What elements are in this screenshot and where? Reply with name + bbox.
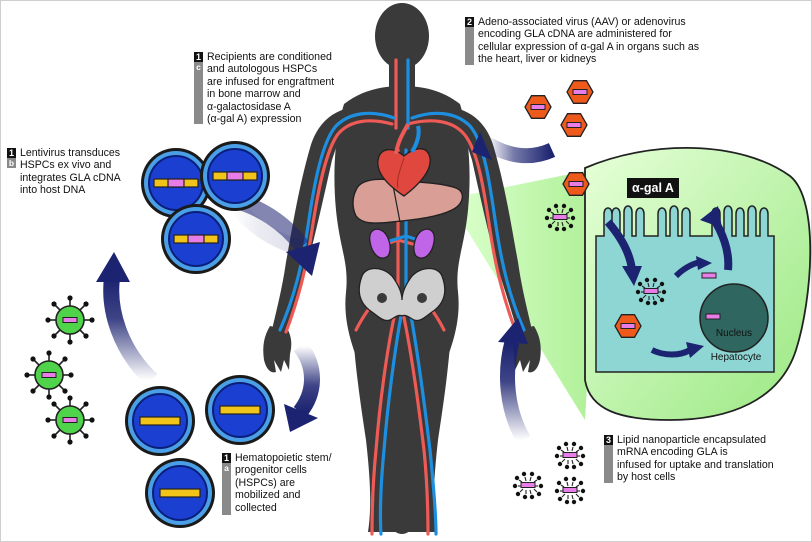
- step-2-badge: 2: [465, 17, 474, 65]
- step-3-badge: 3: [604, 435, 613, 483]
- step-2-text: Adeno-associated virus (AAV) or adenovir…: [478, 16, 700, 66]
- blood-vessels: [278, 58, 526, 536]
- step-1a-letter: a: [222, 463, 231, 473]
- alpha-gal-a-label-box: [627, 178, 679, 198]
- step-1b-number: 1: [7, 148, 16, 158]
- aav-particle: [524, 95, 552, 119]
- hepatocyte-label: Hepatocyte: [711, 352, 762, 363]
- step-1b-badge: 1 b: [7, 148, 16, 168]
- step-2-number: 2: [465, 17, 474, 27]
- step-1c-letter: c: [194, 62, 203, 72]
- alpha-gal-a-label: α-gal A: [632, 181, 674, 195]
- step-1a-number: 1: [222, 453, 231, 463]
- cycle-arrow-up-left: [96, 252, 158, 386]
- step-1b-caption: 1 b Lentivirus transduces HSPCs ex vivo …: [7, 147, 145, 197]
- step-2-caption: 2 Adeno-associated virus (AAV) or adenov…: [465, 16, 795, 66]
- pelvis: [358, 267, 446, 322]
- step-1b-text: Lentivirus transduces HSPCs ex vivo and …: [20, 147, 121, 197]
- panel-arrows: [604, 206, 733, 358]
- heart: [377, 123, 431, 197]
- step-3-caption: 3 Lipid nanoparticle encapsulated mRNA e…: [604, 434, 804, 484]
- lentivirus-particle: [23, 349, 75, 401]
- step-1a-caption: 1 a Hematopoietic stem/ progenitor cells…: [222, 452, 352, 515]
- step-3-text: Lipid nanoparticle encapsulated mRNA enc…: [617, 434, 774, 484]
- cycle-arrow-from-body: [284, 341, 320, 432]
- nucleus: [699, 283, 769, 353]
- kidneys: [369, 228, 435, 259]
- nucleus-label: Nucleus: [716, 328, 752, 339]
- step-3-number: 3: [604, 435, 613, 445]
- step-1c-number: 1: [194, 52, 203, 62]
- lentivirus-particle: [44, 394, 96, 446]
- step-1a-badge: 1 a: [222, 453, 231, 515]
- step-1c-caption: 1 c Recipients are conditioned and autol…: [194, 51, 364, 125]
- hspc-collected-cell: [144, 457, 216, 529]
- aav-particle: [566, 80, 594, 104]
- step-1c-badge: 1 c: [194, 52, 203, 124]
- lentivirus-particle: [44, 294, 96, 346]
- hspc-collected-cell: [204, 374, 276, 446]
- step-1a-text: Hematopoietic stem/ progenitor cells (HS…: [235, 452, 332, 514]
- translated-enzyme: [701, 272, 717, 279]
- step-1b-letter: b: [7, 158, 16, 168]
- aav-particle: [560, 113, 588, 137]
- step-1c-text: Recipients are conditioned and autologou…: [207, 51, 335, 126]
- hspc-transduced-cell: [160, 203, 232, 275]
- hspc-collected-cell: [124, 385, 196, 457]
- hspc-transduced-cell: [199, 140, 271, 212]
- aav-particle: [562, 172, 590, 196]
- lnp-arrow: [498, 318, 531, 444]
- aav-arrow: [472, 132, 556, 164]
- aav-particle: [614, 314, 642, 338]
- hepatocyte-panel: [544, 147, 812, 421]
